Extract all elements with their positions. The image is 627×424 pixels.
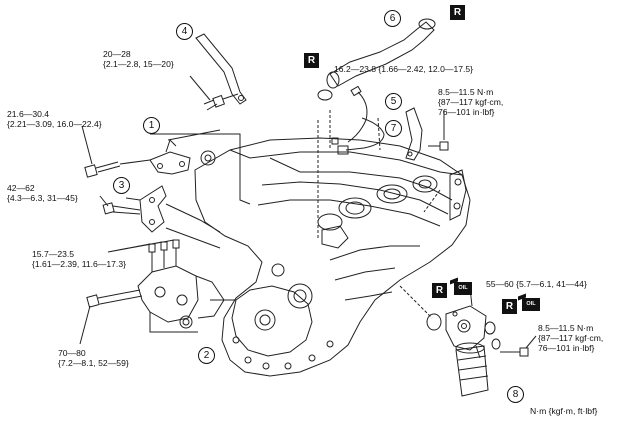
crankshaft-pulley-hub xyxy=(254,309,276,331)
engine-block-outline xyxy=(194,137,471,377)
callout-3: 3 xyxy=(113,177,130,194)
torque-label-70-80: 70—80 {7.2—8.1, 52—59} xyxy=(58,348,129,368)
oil-icon: OIL xyxy=(450,277,472,295)
torque-label-15-23: 15.7—23.5 {1.61—2.39, 11.6—17.3} xyxy=(32,249,126,269)
bracket-1 xyxy=(149,151,191,175)
engine-mount-2 xyxy=(137,265,199,323)
torque-label-42-62: 42—62 {4.3—6.3, 31—45} xyxy=(7,183,78,203)
callout-7: 7 xyxy=(385,120,402,137)
callout-8: 8 xyxy=(507,386,524,403)
callout-4: 4 xyxy=(176,23,193,40)
replace-badge-gasket: R xyxy=(432,283,447,298)
callout-6: 6 xyxy=(384,10,401,27)
replace-badge-hose: R xyxy=(450,5,465,20)
cam-cover-ridge xyxy=(269,157,453,201)
replace-badge-clamp: R xyxy=(304,53,319,68)
replace-badge-o-ring: R xyxy=(502,299,517,314)
torque-label-16-23: 16.2—23.8 {1.66—2.42, 12.0—17.5} xyxy=(334,64,474,74)
oil-icon: OIL xyxy=(518,293,540,311)
units-legend: N·m {kgf·m, ft·lbf} xyxy=(530,406,598,416)
sensor-harness-7 xyxy=(345,91,385,151)
callout-2: 2 xyxy=(198,347,215,364)
oil-filter xyxy=(455,345,489,397)
callout-1: 1 xyxy=(143,117,160,134)
torque-label-top-right: 8.5—11.5 N·m {87—117 kgf·cm, 76—101 in·l… xyxy=(438,87,504,117)
cylinder-head-top xyxy=(229,149,463,176)
sensor-5 xyxy=(405,107,423,161)
torque-label-21-30: 21.6—30.4 {2.21—3.09, 16.0—22.4} xyxy=(7,109,102,129)
hose-6 xyxy=(329,21,435,87)
torque-label-55-60: 55—60 {5.7—6.1, 41—44} xyxy=(486,279,587,289)
torque-label-20-28: 20—28 {2.1—2.8, 15—20} xyxy=(103,49,174,69)
bracket-3 xyxy=(139,185,167,233)
callout-5: 5 xyxy=(385,93,402,110)
o-ring-gasket xyxy=(426,313,442,331)
torque-label-bottom-right: 8.5—11.5 N·m {87—117 kgf·cm, 76—101 in·l… xyxy=(538,323,604,353)
engine-hanger-4 xyxy=(195,33,247,105)
